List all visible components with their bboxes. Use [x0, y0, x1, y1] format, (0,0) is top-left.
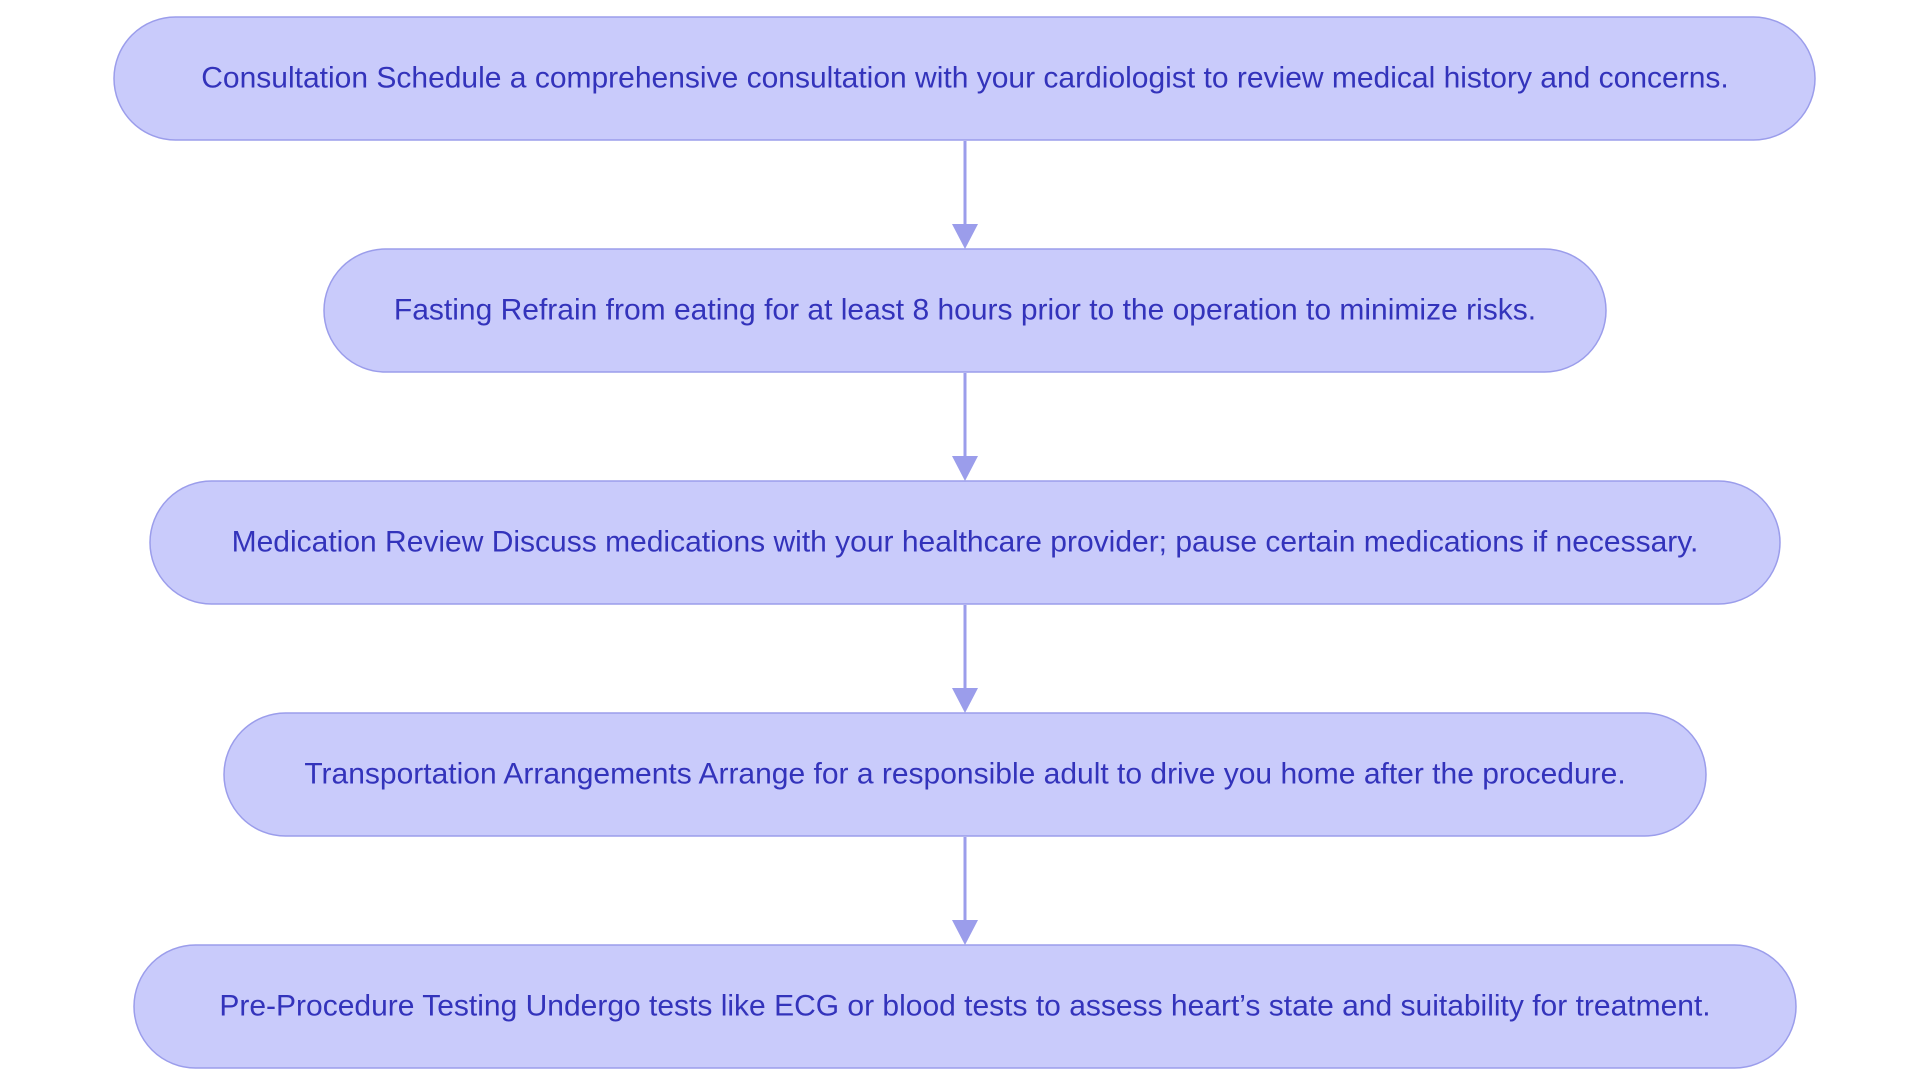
edge-transportation-to-pre-procedure-testing — [952, 837, 978, 945]
node-consultation-label: Consultation Schedule a comprehensive co… — [201, 62, 1728, 95]
node-transportation: Transportation Arrangements Arrange for … — [223, 712, 1707, 837]
edge-medication-review-to-transportation — [952, 605, 978, 713]
node-medication-review-label: Medication Review Discuss medications wi… — [232, 526, 1699, 559]
node-transportation-label: Transportation Arrangements Arrange for … — [304, 758, 1625, 791]
node-medication-review: Medication Review Discuss medications wi… — [149, 480, 1781, 605]
edge-consultation-to-fasting — [952, 141, 978, 249]
node-fasting: Fasting Refrain from eating for at least… — [323, 248, 1607, 373]
edge-fasting-to-medication-review — [952, 373, 978, 481]
nodes-layer: Consultation Schedule a comprehensive co… — [113, 16, 1816, 1069]
edges-layer — [952, 141, 978, 945]
node-pre-procedure-testing-label: Pre-Procedure Testing Undergo tests like… — [219, 990, 1710, 1023]
node-pre-procedure-testing: Pre-Procedure Testing Undergo tests like… — [133, 944, 1797, 1069]
node-fasting-label: Fasting Refrain from eating for at least… — [394, 294, 1536, 327]
node-consultation: Consultation Schedule a comprehensive co… — [113, 16, 1816, 141]
